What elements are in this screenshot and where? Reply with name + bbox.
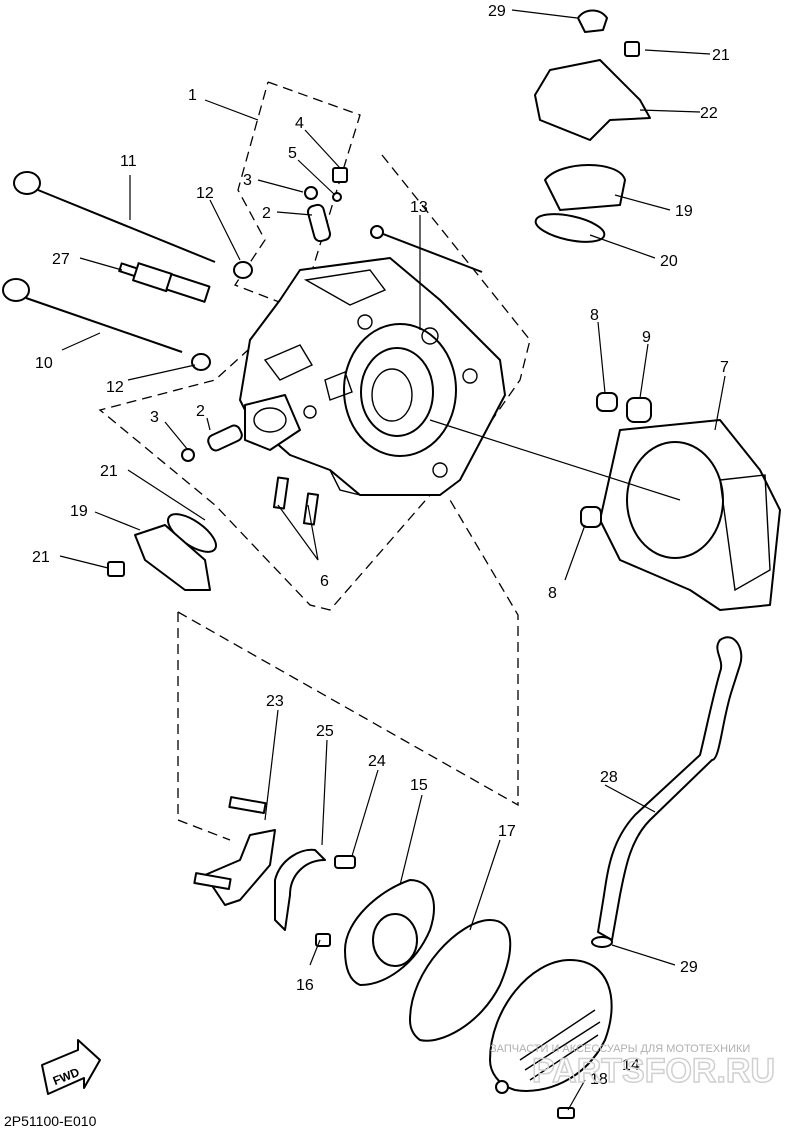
cylinder-head — [239, 257, 506, 496]
callout-28: 28 — [600, 769, 618, 786]
callout-6: 6 — [320, 573, 329, 590]
callout-12-top: 12 — [196, 185, 214, 202]
callout-3-top: 3 — [243, 172, 252, 189]
callout-19-top: 19 — [675, 203, 693, 220]
callout-24: 23 — [266, 693, 284, 710]
long-bolts — [2, 171, 216, 353]
breather-tube — [591, 636, 743, 948]
spark-plug — [118, 262, 211, 303]
callout-19-mid: 19 — [70, 503, 88, 520]
studs — [272, 476, 320, 526]
callout-8-top: 8 — [590, 307, 599, 324]
callout-13: 13 — [410, 199, 428, 216]
callout-4: 4 — [295, 115, 304, 132]
callout-12-mid: 12 — [106, 379, 124, 396]
cylinder-gasket — [580, 392, 781, 611]
leader-lines — [59, 9, 726, 1111]
callout-26: 25 — [316, 723, 334, 740]
callout-17: 17 — [498, 823, 516, 840]
callout-18: 18 — [590, 1071, 608, 1088]
callout-9: 9 — [642, 329, 651, 346]
callout-21-mid: 21 — [32, 549, 50, 566]
fwd-arrow: FWD — [41, 1039, 101, 1095]
callout-21-top: 21 — [712, 47, 730, 64]
callout-1: 1 — [188, 87, 197, 104]
callout-7: 7 — [720, 359, 729, 376]
washers-and-bolt — [191, 225, 483, 371]
callout-25: 24 — [368, 753, 386, 770]
watermark-tagline: ЗАПЧАСТИ И АКСЕССУАРЫ ДЛЯ МОТОТЕХНИКИ — [490, 1043, 750, 1055]
callout-27: 27 — [52, 251, 70, 268]
callout-8-bottom: 8 — [548, 585, 557, 602]
callout-14: 14 — [622, 1057, 640, 1074]
callout-2-mid: 2 — [196, 403, 205, 420]
callout-5: 5 — [288, 145, 297, 162]
watermark-logo: PARTSFOR.RU — [532, 1052, 775, 1090]
callout-22: 22 — [700, 105, 718, 122]
callout-29: 29 — [680, 959, 698, 976]
callout-10: 10 — [35, 355, 53, 372]
callout-20-mid: 21 — [100, 463, 118, 480]
callout-16: 16 — [296, 977, 314, 994]
top-cover-assembly — [534, 9, 651, 243]
valve-guides-and-clips — [181, 167, 348, 462]
side-cover-assembly — [193, 796, 613, 1119]
callout-23: 29 — [488, 3, 506, 20]
callout-20-top: 20 — [660, 253, 678, 270]
left-cover-assembly — [107, 513, 217, 591]
drawing-code: 2P51100-E010 — [4, 1113, 97, 1129]
watermark: ЗАПЧАСТИ И АКСЕССУАРЫ ДЛЯ МОТОТЕХНИКИ PA… — [490, 1043, 776, 1091]
assembly-outlines — [98, 81, 531, 841]
callout-11: 11 — [120, 153, 137, 170]
callout-2-top: 2 — [262, 205, 271, 222]
callout-3-mid: 3 — [150, 409, 159, 426]
callout-15: 15 — [410, 777, 428, 794]
callout-labels: 29 21 22 19 20 1 4 5 3 2 12 11 13 27 10 … — [32, 3, 730, 1088]
